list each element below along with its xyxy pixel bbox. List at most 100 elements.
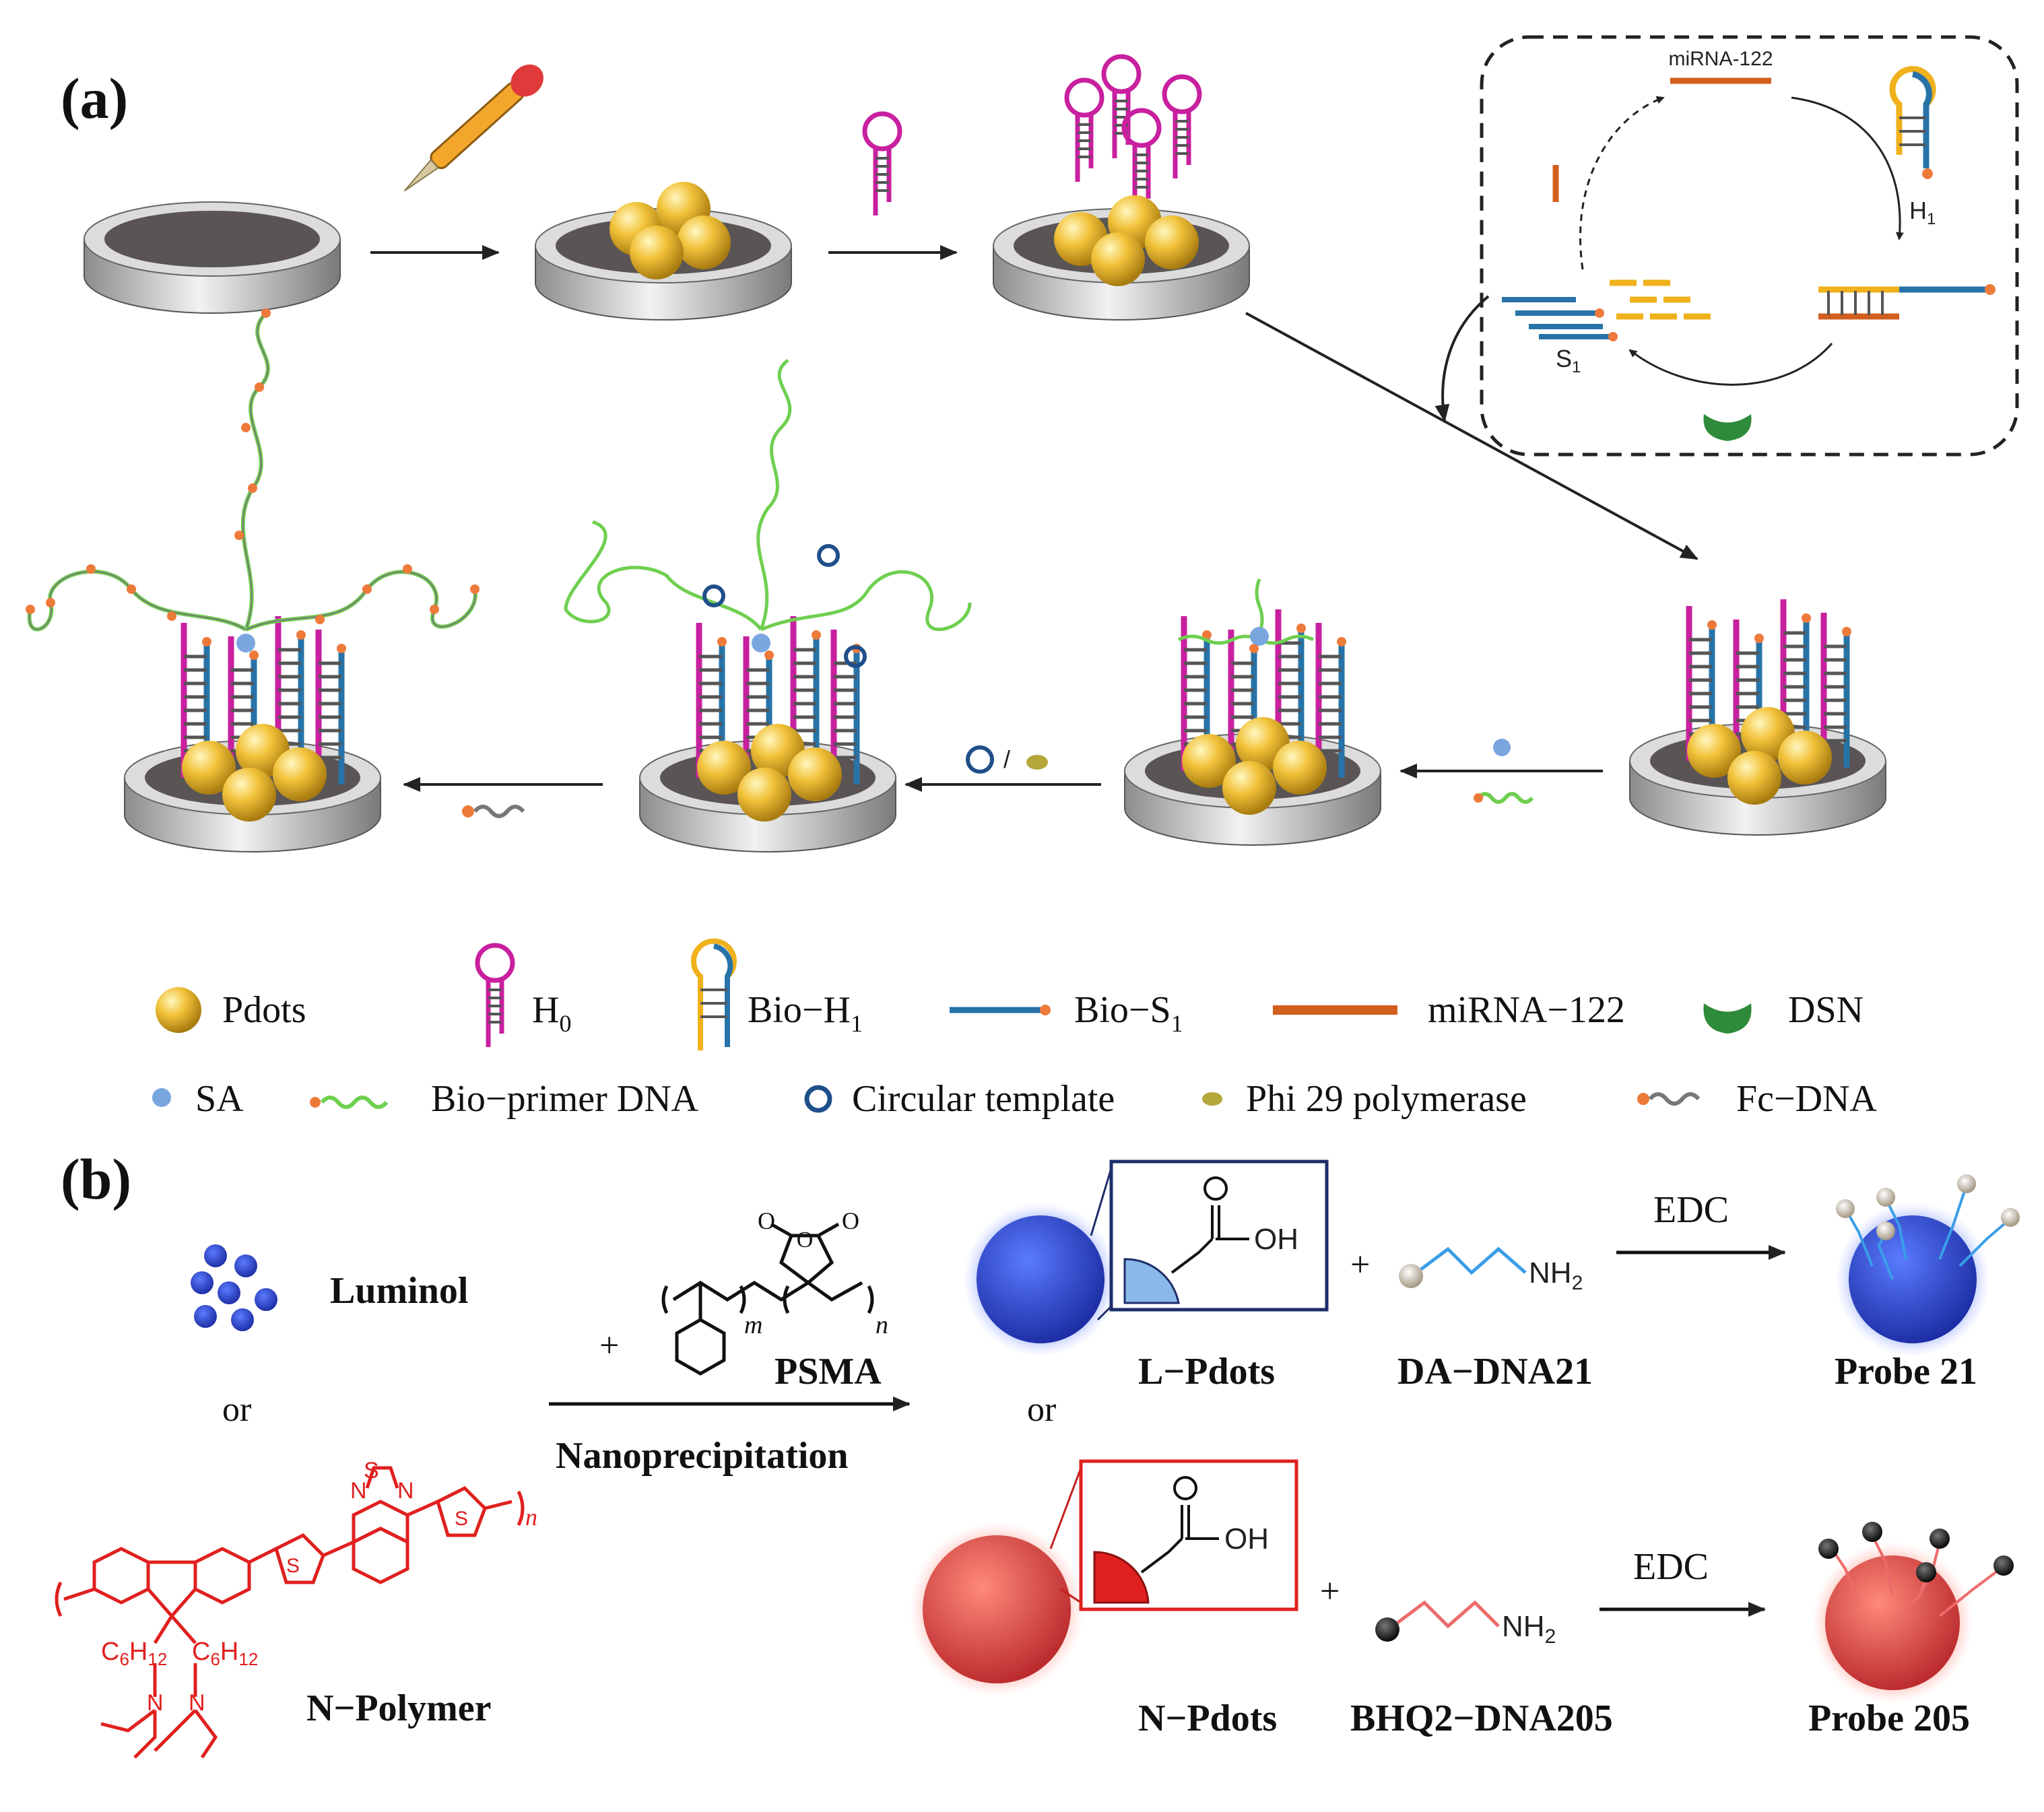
n-polymer-structure bbox=[55, 1466, 525, 1759]
da-nh2: NH2 bbox=[1529, 1256, 1583, 1294]
electrode-h0 bbox=[993, 57, 1250, 321]
cycle-inset: miRNA-122 H1 bbox=[1480, 35, 2019, 457]
arrow-inset-to-electrode bbox=[1435, 295, 1490, 422]
n-pdots-label: N−Pdots bbox=[1138, 1698, 1277, 1739]
n-polymer-s: S bbox=[364, 1458, 379, 1483]
electrode-rca bbox=[564, 359, 972, 852]
cycle-dashed-arrow bbox=[1579, 96, 1665, 270]
pipette-icon bbox=[403, 64, 543, 192]
psma-label: PSMA bbox=[774, 1351, 882, 1392]
probe205-particle bbox=[1812, 1522, 2014, 1704]
or-left: or bbox=[222, 1390, 251, 1429]
arrow-diagonal bbox=[1245, 312, 1699, 560]
psma-n: n bbox=[876, 1311, 888, 1339]
l-pdots-oh: OH bbox=[1254, 1223, 1298, 1256]
bhq-dna-label: BHQ2−DNA205 bbox=[1350, 1698, 1613, 1739]
h0-hairpin-icon bbox=[865, 114, 900, 215]
h1-hairpin bbox=[1889, 66, 1936, 179]
inset-mirna-label: miRNA-122 bbox=[1668, 48, 1773, 70]
panel-b: (b) Luminol or O O O m bbox=[55, 1147, 2020, 1759]
panel-b-label: (b) bbox=[61, 1147, 131, 1211]
or-mid: or bbox=[1027, 1390, 1056, 1429]
psma-o-left: O bbox=[758, 1207, 775, 1234]
psma-ring-o: O bbox=[797, 1228, 814, 1252]
cycle-arrow-right bbox=[1791, 96, 1904, 240]
inset-s1-label: S1 bbox=[1556, 345, 1581, 376]
svg-text:Phi 29 polymerase: Phi 29 polymerase bbox=[1246, 1078, 1527, 1120]
n-pdots-oh: OH bbox=[1224, 1522, 1269, 1555]
electrode-duplex bbox=[1629, 599, 1886, 836]
n-polymer-n-left: N bbox=[350, 1478, 367, 1504]
svg-text:Bio−S1: Bio−S1 bbox=[1074, 989, 1183, 1037]
psma-o-right: O bbox=[842, 1207, 859, 1234]
edc-top-label: EDC bbox=[1653, 1189, 1729, 1231]
electrode-fc-dna bbox=[26, 308, 480, 852]
l-pdots-inset bbox=[1109, 1160, 1329, 1312]
legend-fc-dna: Fc−DNA bbox=[1637, 1078, 1877, 1120]
plus-psma: + bbox=[599, 1327, 619, 1365]
svg-text:Bio−primer DNA: Bio−primer DNA bbox=[431, 1078, 699, 1120]
h1-mirna-duplex bbox=[1818, 284, 1996, 320]
amine-n-left: N bbox=[147, 1690, 164, 1716]
legend-h0: H0 bbox=[477, 945, 571, 1047]
luminol-label: Luminol bbox=[330, 1270, 468, 1312]
phi29-icon bbox=[1026, 755, 1048, 770]
legend-bio-s1: Bio−S1 bbox=[950, 989, 1183, 1037]
legend-phi29: Phi 29 polymerase bbox=[1202, 1078, 1527, 1120]
plus-bottom: + bbox=[1320, 1572, 1340, 1611]
plus-top: + bbox=[1350, 1246, 1370, 1284]
da-dna-strand bbox=[1399, 1246, 1527, 1288]
electrode-pdots bbox=[535, 182, 792, 321]
fc-dna-icon bbox=[462, 805, 474, 817]
svg-text:H0: H0 bbox=[532, 989, 571, 1037]
legend-pdots: Pdots bbox=[156, 987, 306, 1033]
amine-n-right: N bbox=[189, 1690, 205, 1716]
bhq-nh2: NH2 bbox=[1502, 1610, 1556, 1648]
svg-text:Pdots: Pdots bbox=[222, 989, 306, 1031]
svg-text:Circular template: Circular template bbox=[852, 1078, 1115, 1120]
legend-sa: SA bbox=[152, 1078, 244, 1120]
inset-h1-label: H1 bbox=[1909, 197, 1936, 228]
n-pdots-inset bbox=[1079, 1459, 1298, 1611]
s1-strands bbox=[1502, 297, 1618, 341]
legend-bio-h1: Bio−H1 bbox=[691, 938, 863, 1050]
circular-template-icon bbox=[966, 745, 994, 774]
cycle-arrow-bottom bbox=[1628, 343, 1833, 386]
n-polymer-n-right: N bbox=[397, 1478, 414, 1504]
svg-text:SA: SA bbox=[195, 1078, 244, 1120]
svg-text:miRNA−122: miRNA−122 bbox=[1428, 989, 1625, 1031]
n-polymer-label: N−Polymer bbox=[306, 1687, 491, 1729]
panel-a: (a) bbox=[26, 35, 2019, 1120]
bio-primer-icon bbox=[1476, 792, 1534, 804]
nanoprecipitation-label: Nanoprecipitation bbox=[556, 1435, 849, 1477]
n-pdots-particle bbox=[909, 1522, 1084, 1697]
bhq-dna-strand bbox=[1375, 1600, 1500, 1642]
l-pdots-particle bbox=[963, 1202, 1118, 1357]
svg-text:Fc−DNA: Fc−DNA bbox=[1736, 1078, 1877, 1120]
electrode-bare bbox=[84, 201, 341, 314]
probe21-particle bbox=[1835, 1174, 2020, 1357]
legend-mirna: miRNA−122 bbox=[1273, 989, 1625, 1031]
da-dna-label: DA−DNA21 bbox=[1397, 1351, 1593, 1392]
thiophene-s-1: S bbox=[286, 1555, 300, 1577]
panel-a-label: (a) bbox=[61, 66, 128, 131]
dsn-icon bbox=[1703, 414, 1752, 441]
c6h12-left: C6H12 bbox=[101, 1638, 167, 1669]
n-polymer-n: n bbox=[525, 1504, 537, 1531]
svg-text:Bio−H1: Bio−H1 bbox=[748, 989, 863, 1037]
psma-structure bbox=[661, 1222, 874, 1376]
legend-dsn: DSN bbox=[1703, 989, 1864, 1034]
sa-icon bbox=[1493, 739, 1511, 756]
l-pdots-label: L−Pdots bbox=[1138, 1351, 1275, 1392]
psma-m: m bbox=[744, 1311, 762, 1339]
legend: Pdots H0 Bio−H1 Bio−S1 miRNA−12 bbox=[152, 938, 1877, 1120]
arrow-slash: / bbox=[1003, 745, 1010, 773]
h1-fragments bbox=[1610, 279, 1711, 320]
electrode-sa-primer bbox=[1124, 578, 1381, 846]
probe21-label: Probe 21 bbox=[1835, 1351, 1977, 1392]
edc-bottom-label: EDC bbox=[1633, 1546, 1709, 1588]
legend-circular: Circular template bbox=[804, 1078, 1115, 1120]
thiophene-s-2: S bbox=[455, 1508, 468, 1530]
legend-bio-primer: Bio−primer DNA bbox=[310, 1078, 699, 1120]
